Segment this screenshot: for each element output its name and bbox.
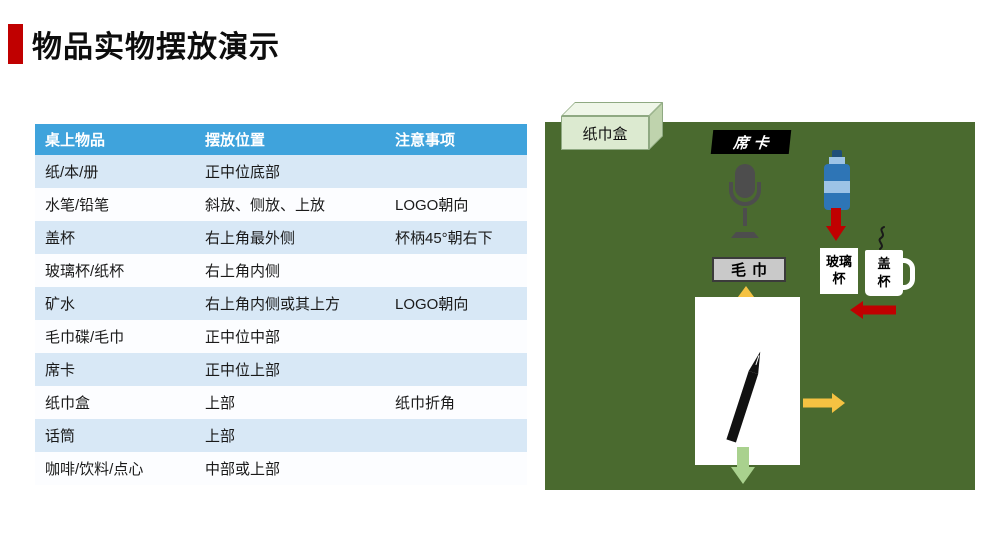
table-row: 纸/本/册正中位底部 <box>35 155 527 188</box>
table-cell: 纸巾折角 <box>385 386 527 419</box>
table-cell: 杯柄45°朝右下 <box>385 221 527 254</box>
lid-cup: 盖杯 <box>865 250 915 296</box>
arrow-down-red-icon <box>826 208 846 247</box>
table-cell <box>385 419 527 452</box>
table-diagram: 纸巾盒 席卡 毛巾 <box>545 100 975 490</box>
table-row: 毛巾碟/毛巾正中位中部 <box>35 320 527 353</box>
towel-plate-label: 毛巾 <box>712 257 786 282</box>
microphone-icon <box>725 162 765 243</box>
bottle-neck <box>829 157 845 164</box>
table-cell: 盖杯 <box>35 221 195 254</box>
table-cell <box>385 320 527 353</box>
glass-cup: 玻璃杯 <box>820 248 858 294</box>
table-cell: 斜放、侧放、上放 <box>195 188 385 221</box>
table-row: 纸巾盒上部纸巾折角 <box>35 386 527 419</box>
table-row: 玻璃杯/纸杯右上角内侧 <box>35 254 527 287</box>
table-cell: 话筒 <box>35 419 195 452</box>
table-cell: 水笔/铅笔 <box>35 188 195 221</box>
bottle-body <box>824 164 850 210</box>
page-title: 物品实物摆放演示 <box>32 31 280 64</box>
column-header: 注意事项 <box>385 124 527 155</box>
table-cell <box>385 452 527 485</box>
mug-handle <box>898 258 915 290</box>
table-cell: LOGO朝向 <box>385 287 527 320</box>
table-cell: 中部或上部 <box>195 452 385 485</box>
pen-icon <box>717 348 770 455</box>
table-cell: 正中位中部 <box>195 320 385 353</box>
table-cell: 上部 <box>195 419 385 452</box>
water-bottle-icon <box>822 150 852 210</box>
table-cell: 矿水 <box>35 287 195 320</box>
table-cell <box>385 155 527 188</box>
tissue-box: 纸巾盒 <box>561 102 665 152</box>
table-cell: 正中位底部 <box>195 155 385 188</box>
table-row: 席卡正中位上部 <box>35 353 527 386</box>
tissue-box-label: 纸巾盒 <box>561 116 649 150</box>
table-row: 咖啡/饮料/点心中部或上部 <box>35 452 527 485</box>
table-cell <box>385 254 527 287</box>
table-cell <box>385 353 527 386</box>
arrow-right-yellow-icon <box>803 393 845 418</box>
table-header-row: 桌上物品摆放位置注意事项 <box>35 124 527 155</box>
table-cell: 正中位上部 <box>195 353 385 386</box>
steam-icon <box>876 226 888 255</box>
arrow-down-green-icon <box>731 447 755 490</box>
table-cell: 右上角最外侧 <box>195 221 385 254</box>
table-cell: 纸/本/册 <box>35 155 195 188</box>
place-card: 席卡 <box>710 130 792 154</box>
table-cell: 右上角内侧或其上方 <box>195 287 385 320</box>
paper-notebook <box>695 297 800 465</box>
title-accent-bar <box>8 24 23 64</box>
table-cell: 上部 <box>195 386 385 419</box>
table-row: 话筒上部 <box>35 419 527 452</box>
table-cell: 毛巾碟/毛巾 <box>35 320 195 353</box>
glass-cup-label: 玻璃杯 <box>825 254 852 286</box>
table-cell: 席卡 <box>35 353 195 386</box>
bottle-cap <box>832 150 842 157</box>
table-cell: 纸巾盒 <box>35 386 195 419</box>
table-cell: 玻璃杯/纸杯 <box>35 254 195 287</box>
column-header: 摆放位置 <box>195 124 385 155</box>
lid-cup-label: 盖杯 <box>877 256 891 289</box>
table-cell: 咖啡/饮料/点心 <box>35 452 195 485</box>
table-cell: 右上角内侧 <box>195 254 385 287</box>
tissue-box-top-face <box>561 102 663 116</box>
column-header: 桌上物品 <box>35 124 195 155</box>
arrow-left-red-icon <box>850 301 896 324</box>
table-cell: LOGO朝向 <box>385 188 527 221</box>
table-row: 盖杯右上角最外侧杯柄45°朝右下 <box>35 221 527 254</box>
bottle-label-band <box>824 181 850 193</box>
